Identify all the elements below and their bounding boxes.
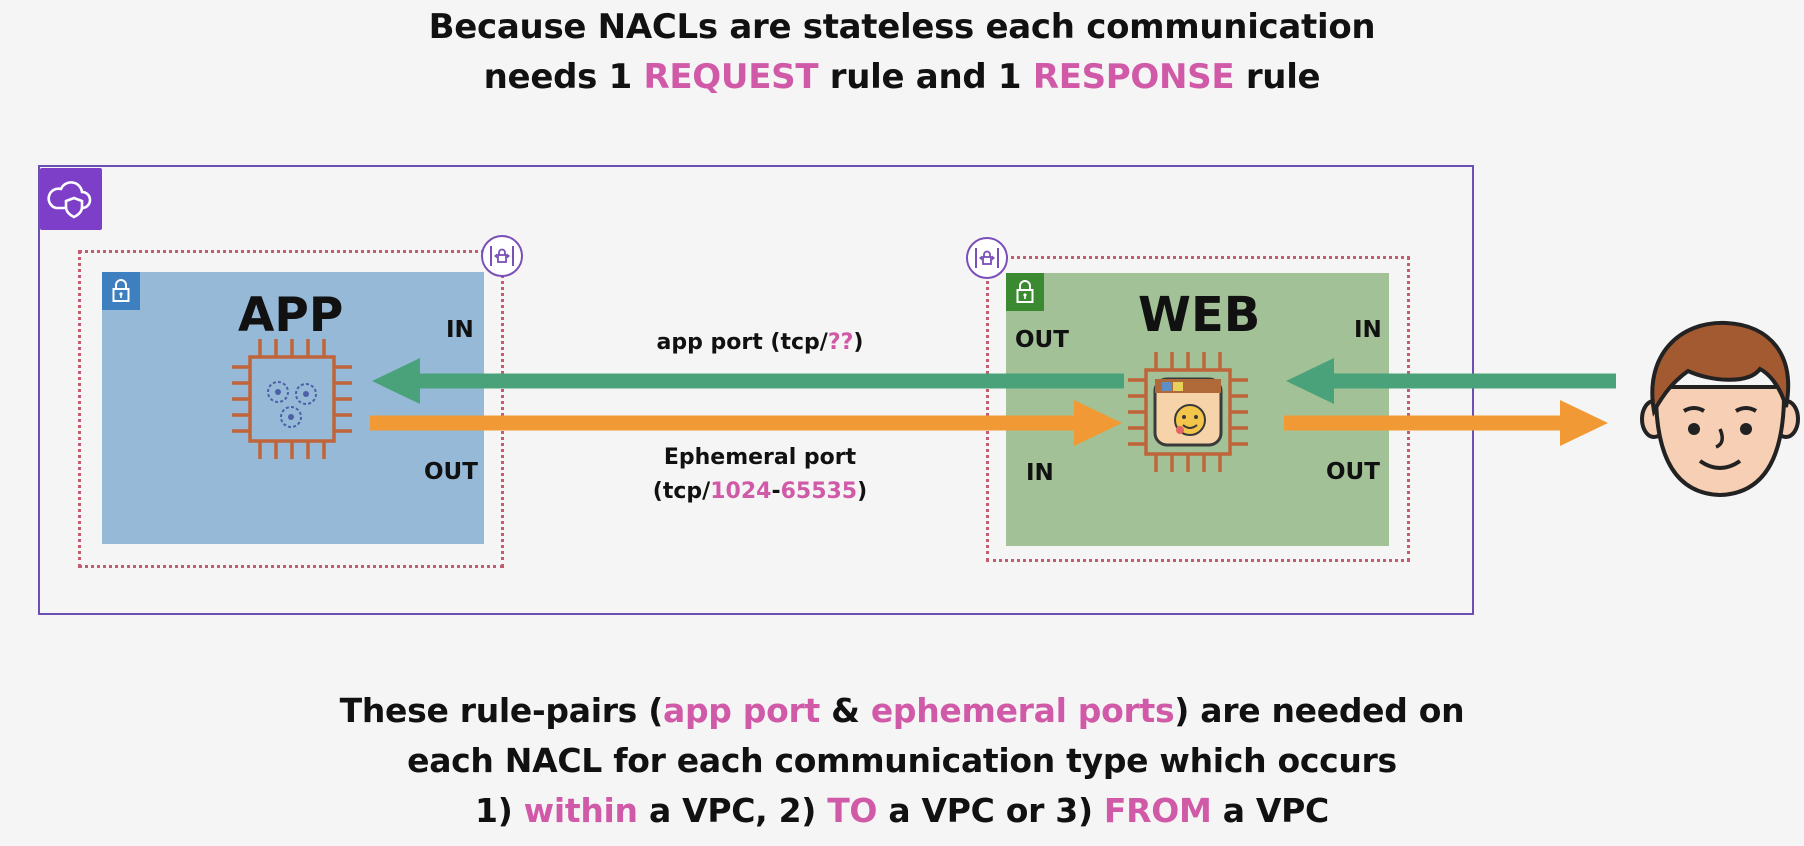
request-arrow-user bbox=[1286, 358, 1616, 404]
ec2-chip-gears-icon bbox=[232, 339, 352, 459]
app-port-keyword: app port bbox=[663, 691, 820, 730]
within-keyword: within bbox=[523, 791, 638, 830]
footer-text: & bbox=[819, 691, 871, 730]
web-right-out-label: OUT bbox=[1326, 459, 1380, 485]
ephemeral-line-2: (tcp/1024-65535) bbox=[600, 475, 920, 509]
padlock-icon bbox=[102, 272, 140, 310]
ephemeral-ports-keyword: ephemeral ports bbox=[870, 691, 1175, 730]
ephemeral-line-1: Ephemeral port bbox=[663, 445, 857, 470]
footer-text: These rule-pairs ( bbox=[339, 691, 664, 730]
web-left-out-label: OUT bbox=[1015, 327, 1069, 353]
footer-line-3: 1) within a VPC, 2) TO a VPC or 3) FROM … bbox=[0, 786, 1804, 836]
footer-text: 1) bbox=[475, 791, 524, 830]
title-text: rule and 1 bbox=[818, 57, 1033, 97]
footer-text: a VPC bbox=[1211, 791, 1330, 830]
request-keyword: REQUEST bbox=[643, 57, 819, 97]
app-port-label: app port (tcp/??) bbox=[610, 330, 910, 355]
footer-line-2: each NACL for each communication type wh… bbox=[407, 741, 1397, 780]
response-keyword: RESPONSE bbox=[1032, 57, 1235, 97]
footer-text: a VPC or 3) bbox=[877, 791, 1104, 830]
title-text: needs 1 bbox=[483, 57, 644, 97]
user-face-icon bbox=[1640, 320, 1800, 498]
ephemeral-text: ) bbox=[857, 479, 868, 504]
from-keyword: FROM bbox=[1103, 791, 1212, 830]
app-subnet-title: APP bbox=[238, 288, 344, 343]
app-port-value: ?? bbox=[827, 330, 854, 355]
slide-title: Because NACLs are stateless each communi… bbox=[0, 2, 1804, 102]
footer-text: a VPC, 2) bbox=[637, 791, 828, 830]
request-arrow-app bbox=[372, 358, 1124, 404]
padlock-icon bbox=[1006, 273, 1044, 311]
to-keyword: TO bbox=[827, 791, 878, 830]
ephemeral-text: - bbox=[771, 479, 781, 504]
web-left-in-label: IN bbox=[1026, 460, 1054, 486]
footer-explanation: These rule-pairs (app port & ephemeral p… bbox=[0, 686, 1804, 836]
app-in-label: IN bbox=[446, 317, 474, 343]
app-port-text: ) bbox=[853, 330, 864, 355]
vpc-cloud-shield-icon bbox=[40, 168, 102, 230]
nacl-icon bbox=[481, 235, 523, 277]
title-text: rule bbox=[1234, 57, 1321, 97]
web-subnet-title: WEB bbox=[1138, 287, 1261, 343]
nacl-web-boundary bbox=[986, 256, 1410, 562]
app-out-label: OUT bbox=[424, 459, 478, 485]
title-line-2: needs 1 REQUEST rule and 1 RESPONSE rule bbox=[0, 52, 1804, 102]
title-line-1: Because NACLs are stateless each communi… bbox=[428, 7, 1376, 47]
vpc-boundary bbox=[38, 165, 1474, 615]
footer-text: ) are needed on bbox=[1174, 691, 1465, 730]
web-right-in-label: IN bbox=[1354, 317, 1382, 343]
response-arrow-app bbox=[370, 400, 1122, 446]
ephemeral-port-label: Ephemeral port (tcp/1024-65535) bbox=[600, 441, 920, 509]
nacl-app-boundary bbox=[78, 250, 504, 568]
ec2-chip-app-icon bbox=[1128, 352, 1248, 472]
response-arrow-user bbox=[1284, 400, 1608, 446]
app-port-text: app port (tcp/ bbox=[656, 330, 828, 355]
footer-line-1: These rule-pairs (app port & ephemeral p… bbox=[0, 686, 1804, 736]
ephemeral-text: (tcp/ bbox=[652, 479, 711, 504]
ephemeral-start: 1024 bbox=[710, 479, 772, 504]
ephemeral-end: 65535 bbox=[780, 479, 858, 504]
nacl-icon bbox=[966, 237, 1008, 279]
